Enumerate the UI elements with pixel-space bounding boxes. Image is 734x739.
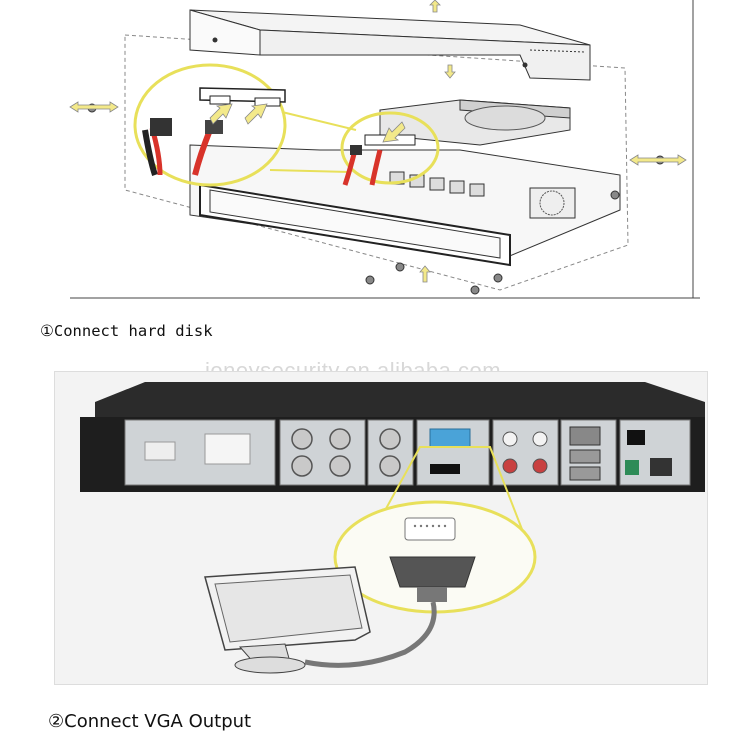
highlight-circle-left — [133, 63, 287, 187]
hard-disk-diagram — [60, 0, 700, 300]
step1-caption: ①Connect hard disk — [40, 322, 213, 340]
sata-connector-zoom — [142, 87, 286, 176]
vga-plug — [389, 556, 476, 588]
direction-arrow-icons — [209, 103, 406, 143]
hard-disk — [379, 99, 571, 146]
dvr-chassis — [189, 144, 621, 267]
monitor-icon — [204, 566, 371, 674]
hard-disk-illustration — [69, 0, 700, 299]
vga-illustration — [80, 382, 705, 674]
vga-diagram — [54, 371, 708, 685]
top-cover — [189, 9, 591, 81]
vga-connector-icon — [429, 428, 471, 448]
guide-arrow-icons — [69, 0, 687, 283]
step2-caption: ②Connect VGA Output — [48, 711, 252, 732]
dvr-unit — [80, 382, 705, 492]
highlight-circle-right — [340, 111, 440, 185]
